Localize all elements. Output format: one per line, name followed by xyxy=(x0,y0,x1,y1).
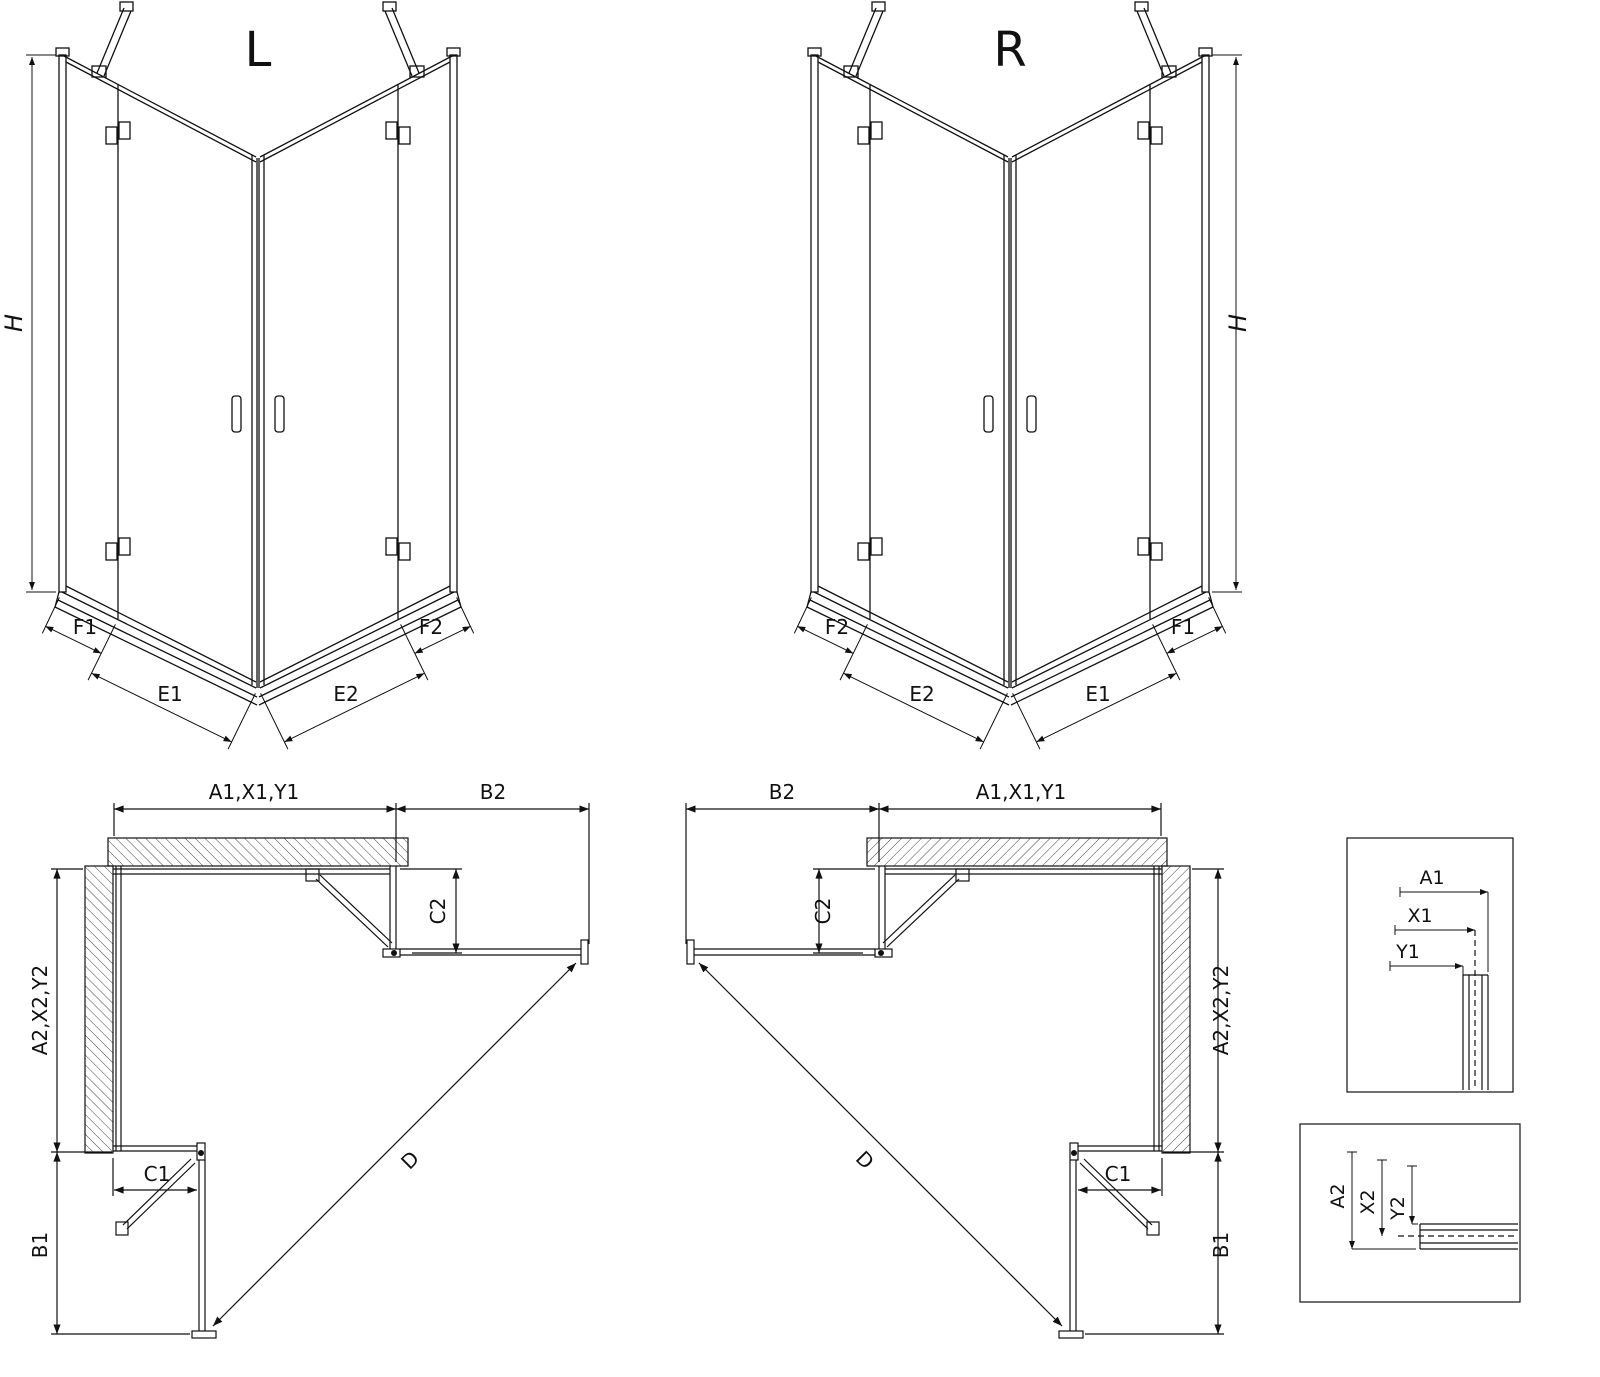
front-view-right: R H F2 E2 E1 F1 xyxy=(794,2,1252,749)
dim-label-e2-left: E2 xyxy=(333,682,358,706)
detail-box xyxy=(1346,837,1514,1093)
dim-label-a2x2y2-left: A2,X2,Y2 xyxy=(28,965,52,1056)
dim-label-c2-left: C2 xyxy=(426,898,450,925)
detail-profile-bottom: A2 X2 Y2 xyxy=(1299,1123,1521,1303)
front-view-left: L H F1 E1 E2 F2 xyxy=(0,2,474,749)
dim-label-a1x1y1-right: A1,X1,Y1 xyxy=(976,780,1067,804)
dim-label-f1-left: F1 xyxy=(73,615,97,639)
plan-geometry xyxy=(686,803,1224,1338)
dim-label-e2-right: E2 xyxy=(909,682,934,706)
dim-label-b2-right: B2 xyxy=(769,780,795,804)
dim-label-d-left: D xyxy=(396,1146,424,1174)
plan-geometry xyxy=(51,803,589,1338)
dim-label-c1-left: C1 xyxy=(144,1162,171,1186)
dim-label-e1-left: E1 xyxy=(157,682,182,706)
dim-label-c2-right: C2 xyxy=(811,898,835,925)
detail-label-y1: Y1 xyxy=(1395,941,1420,963)
dim-label-a2x2y2-right: A2,X2,Y2 xyxy=(1209,965,1233,1056)
dim-label-b2-left: B2 xyxy=(480,780,506,804)
detail-label-a2: A2 xyxy=(1327,1183,1349,1208)
dim-label-f1-right: F1 xyxy=(1171,615,1195,639)
cabin-bottom-dimensions xyxy=(794,597,1225,749)
dim-label-e1-right: E1 xyxy=(1085,682,1110,706)
dim-label-f2-right: F2 xyxy=(825,615,849,639)
detail-label-a1: A1 xyxy=(1419,867,1444,889)
detail-label-x2: X2 xyxy=(1357,1189,1379,1214)
dim-label-c1-right: C1 xyxy=(1105,1162,1132,1186)
detail-profile-top: A1 X1 Y1 xyxy=(1346,837,1514,1093)
cabin-bottom-dimensions xyxy=(42,597,473,749)
plan-view-left: A1,X1,Y1 B2 C2 A2,X2,Y2 C1 B1 D xyxy=(28,780,589,1338)
dim-label-b1-right: B1 xyxy=(1209,1232,1233,1258)
variant-label-left: L xyxy=(245,22,272,78)
cabin-3d-geometry xyxy=(807,2,1213,705)
variant-label-right: R xyxy=(993,22,1026,78)
dim-label-b1-left: B1 xyxy=(28,1232,52,1258)
height-dimension xyxy=(26,55,56,592)
cabin-3d-geometry xyxy=(55,2,461,705)
dim-label-h-left: H xyxy=(0,314,28,332)
dim-label-d-right: D xyxy=(851,1146,879,1174)
dim-label-a1x1y1-left: A1,X1,Y1 xyxy=(209,780,300,804)
dim-label-h-right: H xyxy=(1224,314,1252,332)
detail-box xyxy=(1299,1123,1521,1303)
dim-label-f2-left: F2 xyxy=(419,615,443,639)
detail-label-y2: Y2 xyxy=(1387,1196,1409,1221)
plan-view-right: A1,X1,Y1 B2 C2 A2,X2,Y2 C1 B1 D xyxy=(686,780,1233,1338)
detail-label-x1: X1 xyxy=(1407,905,1432,927)
